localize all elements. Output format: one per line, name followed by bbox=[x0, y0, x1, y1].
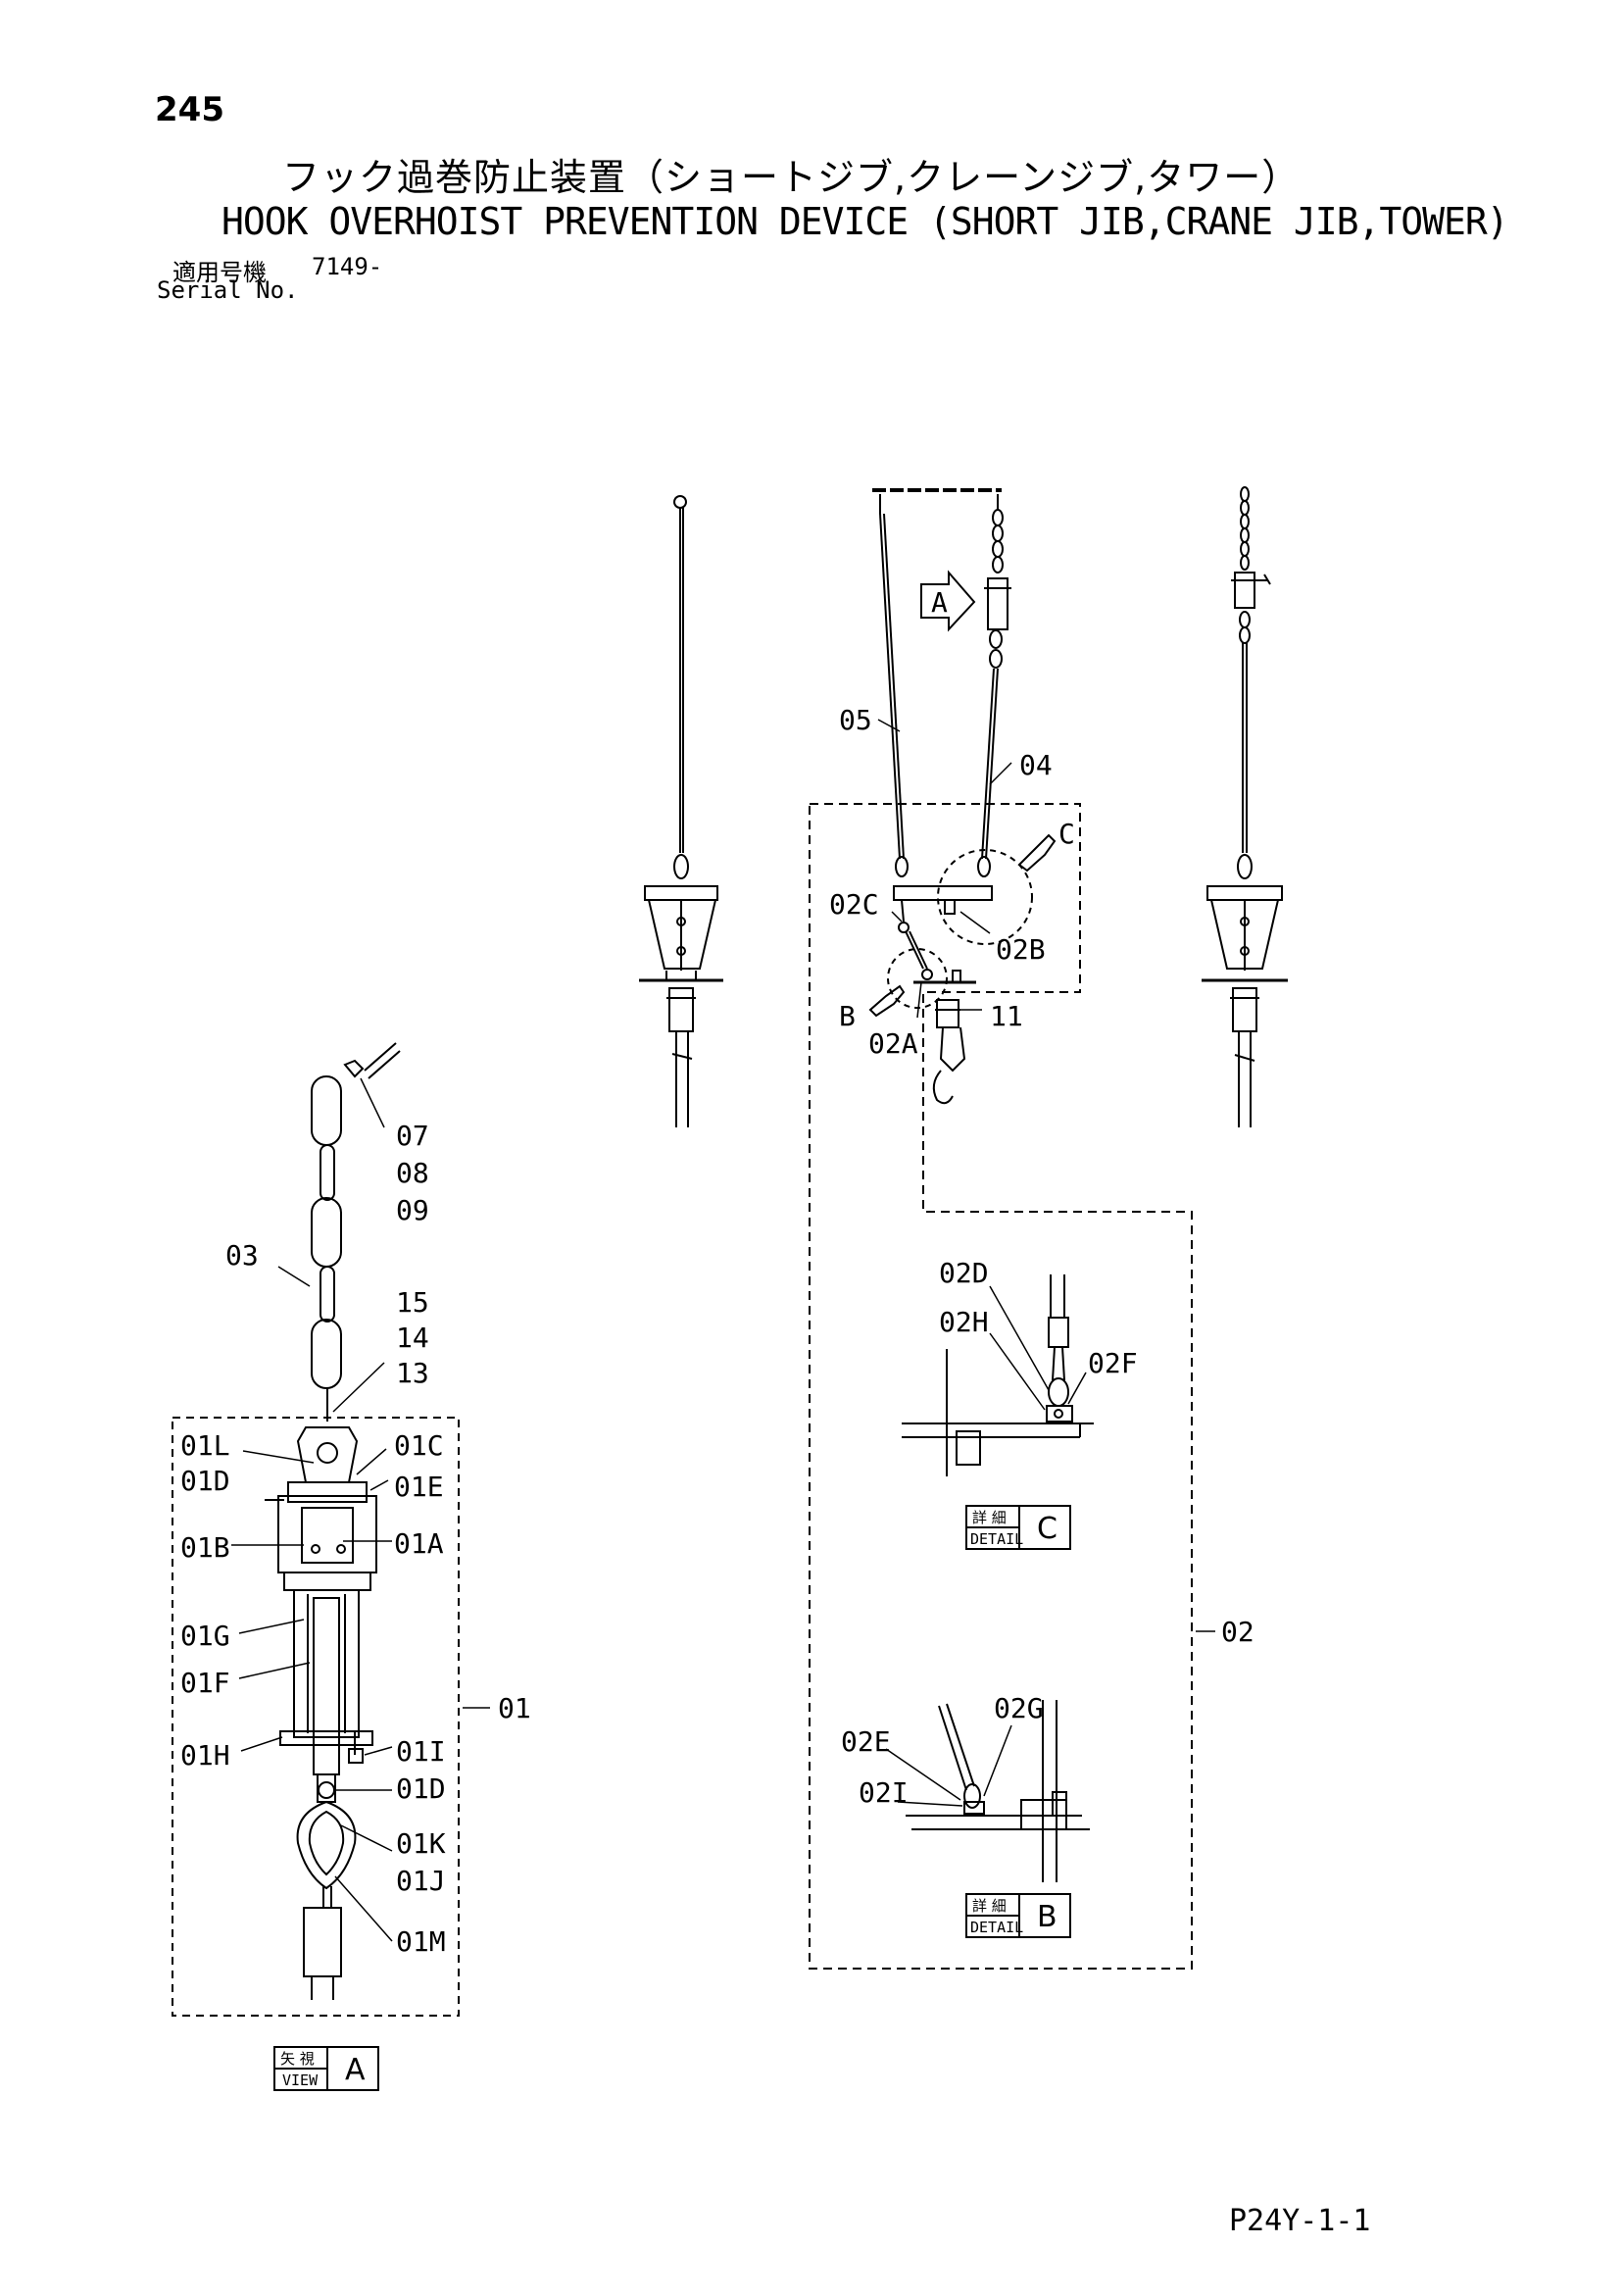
callout-01f: 01F bbox=[180, 1667, 230, 1699]
callout-01i: 01I bbox=[396, 1735, 446, 1768]
view-a-box bbox=[273, 2046, 379, 2091]
detail-b-letter: B bbox=[1037, 1900, 1057, 1934]
callout-02b: 02B bbox=[996, 933, 1046, 966]
callout-02e: 02E bbox=[841, 1725, 891, 1758]
callout-02g: 02G bbox=[994, 1692, 1044, 1724]
callout-01: 01 bbox=[498, 1692, 531, 1724]
view-a-jp: 矢 視 bbox=[280, 2050, 315, 2068]
callout-01b: 01B bbox=[180, 1531, 230, 1564]
callout-07: 07 bbox=[396, 1120, 429, 1152]
detail-c-jp: 詳 細 bbox=[972, 1509, 1007, 1526]
overview-right bbox=[1202, 486, 1288, 1127]
overview-center bbox=[809, 488, 1193, 1970]
title-english: HOOK OVERHOIST PREVENTION DEVICE (SHORT … bbox=[221, 200, 1509, 243]
callout-01h: 01H bbox=[180, 1739, 230, 1772]
callout-02i: 02I bbox=[859, 1776, 909, 1809]
callout-05: 05 bbox=[839, 704, 872, 736]
view-a-en: VIEW bbox=[282, 2071, 319, 2089]
callout-03: 03 bbox=[225, 1239, 259, 1272]
page-number: 245 bbox=[155, 90, 224, 129]
callout-01a: 01A bbox=[394, 1527, 444, 1560]
callout-view-a: A bbox=[931, 586, 948, 619]
callout-02: 02 bbox=[1221, 1616, 1254, 1648]
overview-left bbox=[639, 495, 723, 1127]
callout-01m: 01M bbox=[396, 1925, 446, 1958]
callout-01l: 01L bbox=[180, 1429, 230, 1462]
callout-01c: 01C bbox=[394, 1429, 444, 1462]
detail-b-jp: 詳 細 bbox=[972, 1897, 1007, 1915]
callout-09: 09 bbox=[396, 1194, 429, 1226]
callout-04: 04 bbox=[1019, 749, 1053, 781]
callout-01e: 01E bbox=[394, 1471, 444, 1503]
serial-label-english: Serial No. bbox=[157, 276, 299, 304]
view-a-assembly bbox=[172, 1042, 460, 2017]
detail-b-drawing bbox=[906, 1700, 1090, 1882]
callout-01g: 01G bbox=[180, 1620, 230, 1652]
detail-c-en: DETAIL bbox=[970, 1530, 1023, 1548]
detail-b-box bbox=[965, 1893, 1071, 1938]
callout-11: 11 bbox=[990, 1000, 1023, 1032]
callout-b: B bbox=[839, 1000, 856, 1032]
serial-label-japanese: 適用号機 bbox=[172, 259, 267, 286]
callout-14: 14 bbox=[396, 1322, 429, 1354]
callout-01j: 01J bbox=[396, 1865, 446, 1897]
callout-01d-upper: 01D bbox=[180, 1465, 230, 1497]
callout-02c: 02C bbox=[829, 888, 879, 921]
callout-02a: 02A bbox=[868, 1027, 918, 1060]
leader-lines bbox=[231, 719, 1215, 1942]
detail-c-drawing bbox=[902, 1274, 1094, 1476]
callout-15: 15 bbox=[396, 1286, 429, 1319]
callout-08: 08 bbox=[396, 1157, 429, 1189]
callout-02d: 02D bbox=[939, 1257, 989, 1289]
callout-labels: 05 04 A C 02C 02B B 02A 11 07 08 09 03 1… bbox=[180, 586, 1254, 1958]
detail-c-letter: C bbox=[1037, 1512, 1057, 1546]
callout-c: C bbox=[1058, 818, 1075, 850]
detail-b-en: DETAIL bbox=[970, 1919, 1023, 1936]
callout-02f: 02F bbox=[1088, 1347, 1138, 1379]
callout-01d-lower: 01D bbox=[396, 1772, 446, 1805]
serial-number-value: 7149- bbox=[312, 253, 383, 280]
callout-02h: 02H bbox=[939, 1306, 989, 1338]
detail-c-box bbox=[965, 1505, 1071, 1550]
callout-01k: 01K bbox=[396, 1827, 446, 1860]
view-a-letter: A bbox=[345, 2053, 366, 2087]
title-japanese: フック過巻防止装置（ショートジブ,クレーンジブ,タワー） bbox=[282, 156, 1301, 199]
callout-13: 13 bbox=[396, 1357, 429, 1389]
page-code: P24Y-1-1 bbox=[1229, 2204, 1371, 2238]
